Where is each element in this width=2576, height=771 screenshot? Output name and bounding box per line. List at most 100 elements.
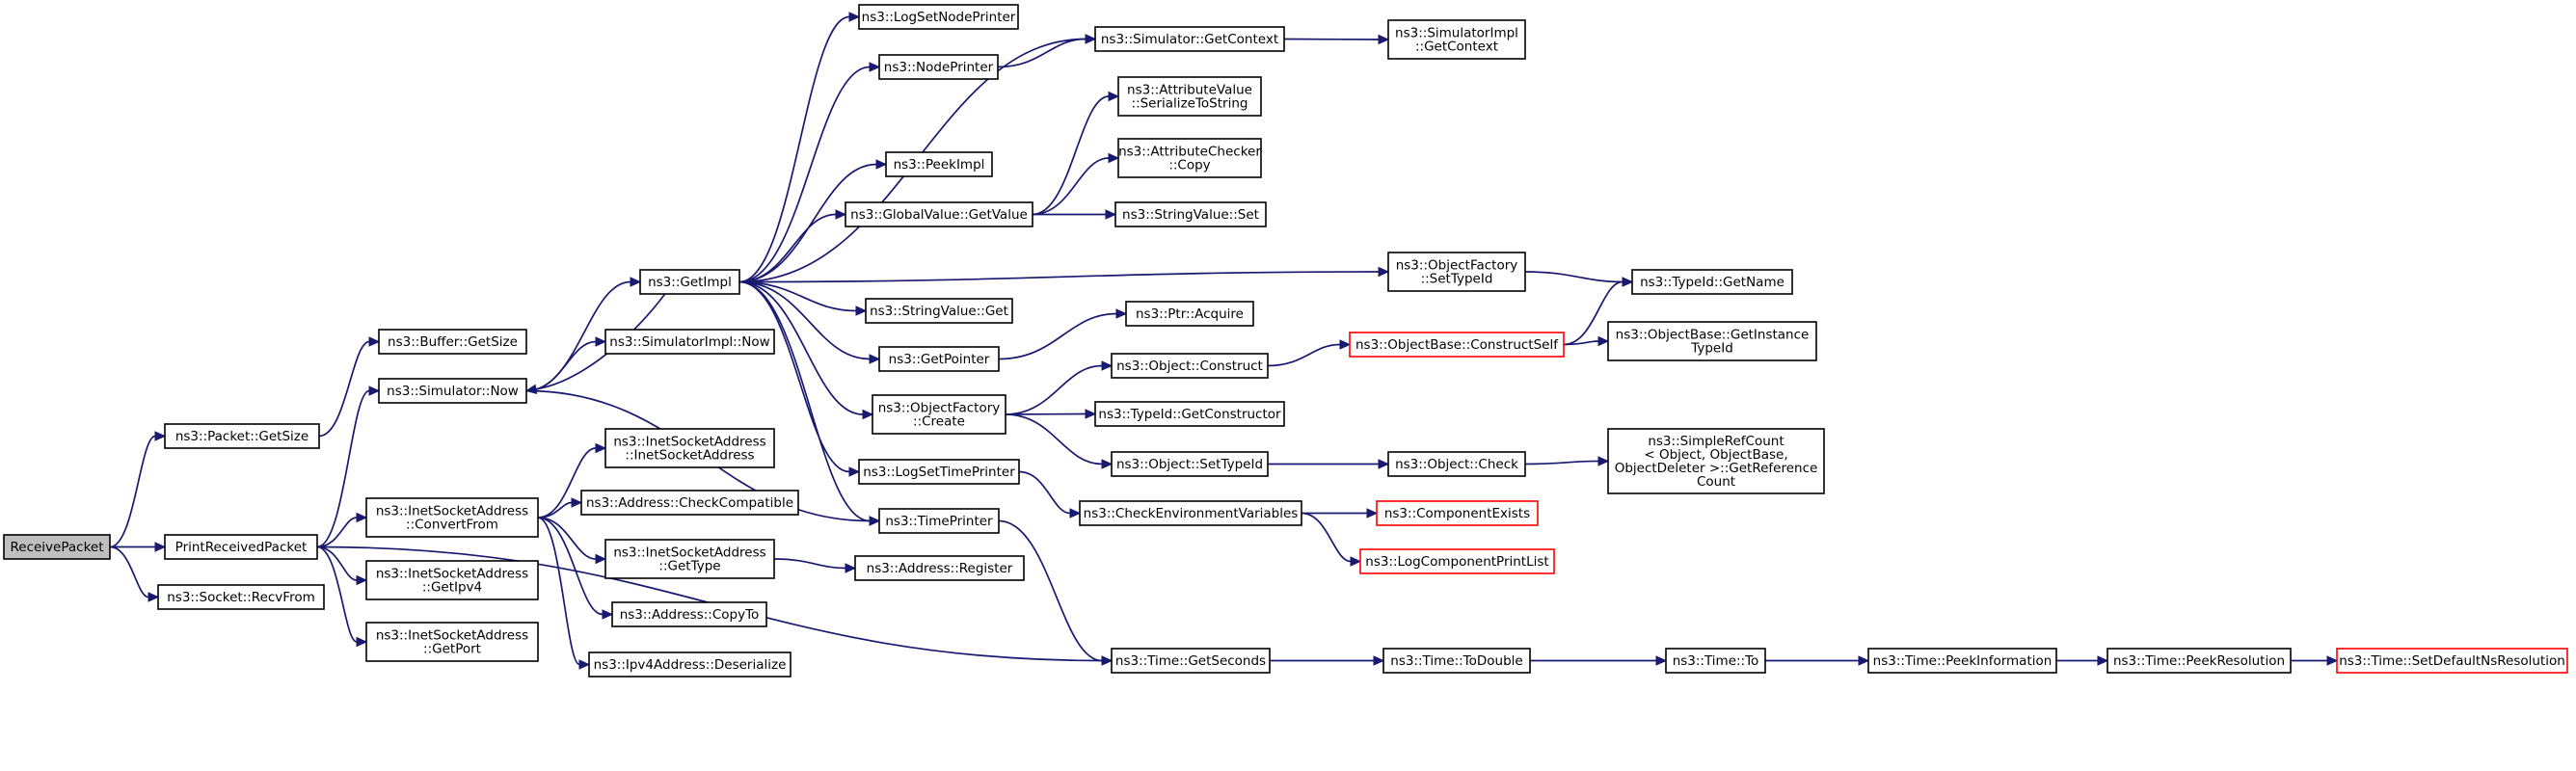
call-edge xyxy=(537,442,607,518)
node-socket-recvfrom[interactable]: ns3::Socket::RecvFrom xyxy=(157,584,325,610)
call-edge xyxy=(997,34,1097,68)
call-edge-line xyxy=(537,517,580,666)
node-packet-getsize[interactable]: ns3::Packet::GetSize xyxy=(164,423,320,449)
node-object-settypeid[interactable]: ns3::Object::SetTypeId xyxy=(1111,451,1269,477)
node-label: ns3::Time::To xyxy=(1673,653,1759,669)
call-edge-line xyxy=(525,340,597,392)
node-box xyxy=(2106,648,2292,674)
node-objectfactory-settypeid[interactable]: ns3::ObjectFactory::SetTypeId xyxy=(1387,252,1526,292)
call-edge-line xyxy=(773,558,846,570)
node-box xyxy=(611,601,767,627)
node-label: ns3::Address::Register xyxy=(867,561,1013,576)
call-edge-line xyxy=(1524,271,1623,283)
node-time-setdefaultnsresolution[interactable]: ns3::Time::SetDefaultNsResolution xyxy=(2336,648,2568,674)
call-edge-arrowhead xyxy=(356,512,368,523)
node-nodeprinter[interactable]: ns3::NodePrinter xyxy=(878,54,999,80)
node-objectbase-constructself[interactable]: ns3::ObjectBase::ConstructSelf xyxy=(1349,332,1565,358)
call-edge-line xyxy=(1301,512,1352,563)
node-inetsocketaddress-ctor[interactable]: ns3::InetSocketAddress::InetSocketAddres… xyxy=(604,428,775,468)
node-time-peekinformation[interactable]: ns3::Time::PeekInformation xyxy=(1867,648,2057,674)
node-address-copyto[interactable]: ns3::Address::CopyTo xyxy=(611,601,767,627)
node-address-checkcompatible[interactable]: ns3::Address::CheckCompatible xyxy=(580,490,799,516)
node-logsettimeprinter[interactable]: ns3::LogSetTimePrinter xyxy=(858,459,1020,485)
node-simulator-now[interactable]: ns3::Simulator::Now xyxy=(378,378,527,404)
call-edge-arrowhead xyxy=(1101,360,1114,371)
node-object-check[interactable]: ns3::Object::Check xyxy=(1387,451,1526,477)
node-buffer-getsize[interactable]: ns3::Buffer::GetSize xyxy=(378,329,527,355)
node-componentexists[interactable]: ns3::ComponentExists xyxy=(1376,500,1539,526)
node-label: ns3::Ptr::Acquire xyxy=(1136,306,1244,322)
node-label: ns3::AttributeValue xyxy=(1127,83,1252,98)
node-box xyxy=(1359,548,1555,574)
node-label: ns3::Object::Check xyxy=(1395,457,1518,472)
node-objectfactory-create[interactable]: ns3::ObjectFactory::Create xyxy=(872,394,1006,435)
node-simulatorimpl-getcontext[interactable]: ns3::SimulatorImpl::GetContext xyxy=(1387,19,1526,60)
node-stringvalue-set[interactable]: ns3::StringValue::Set xyxy=(1114,201,1267,227)
node-label: ::Copy xyxy=(1168,158,1210,173)
call-edge-arrowhead xyxy=(595,336,607,347)
node-timeprinter[interactable]: ns3::TimePrinter xyxy=(878,508,1000,534)
node-inetsocketaddress-convertfrom[interactable]: ns3::InetSocketAddress::ConvertFrom xyxy=(365,497,539,538)
node-attributevalue-serializetostring[interactable]: ns3::AttributeValue::SerializeToString xyxy=(1117,76,1262,117)
call-edge xyxy=(316,545,368,648)
call-edge xyxy=(1301,512,1362,567)
node-simulatorimpl-now[interactable]: ns3::SimulatorImpl::Now xyxy=(604,329,775,355)
node-peekimpl[interactable]: ns3::PeekImpl xyxy=(885,151,993,177)
call-edge-line xyxy=(318,340,370,438)
node-box xyxy=(1665,648,1766,674)
node-time-todouble[interactable]: ns3::Time::ToDouble xyxy=(1382,648,1531,674)
node-attributechecker-copy[interactable]: ns3::AttributeChecker::Copy xyxy=(1117,138,1262,178)
call-edge-line xyxy=(1524,460,1599,465)
call-edge-line xyxy=(109,545,149,598)
call-edge xyxy=(1033,209,1117,220)
node-time-getseconds[interactable]: ns3::Time::GetSeconds xyxy=(1111,648,1271,674)
node-address-register[interactable]: ns3::Address::Register xyxy=(854,555,1025,581)
call-edge-arrowhead xyxy=(862,409,874,420)
call-graph-nodes: ReceivePacket ns3::Packet::GetSizePrintRe… xyxy=(3,4,2568,678)
node-box xyxy=(164,423,320,449)
call-edge xyxy=(109,431,167,548)
node-typeid-getname[interactable]: ns3::TypeId::GetName xyxy=(1631,269,1793,295)
node-box xyxy=(365,497,539,538)
node-object-construct[interactable]: ns3::Object::Construct xyxy=(1111,353,1269,379)
node-inetsocketaddress-gettype[interactable]: ns3::InetSocketAddress::GetType xyxy=(604,539,775,579)
node-globalvalue-getvalue[interactable]: ns3::GlobalValue::GetValue xyxy=(845,201,1033,227)
node-checkenvironmentvariables[interactable]: ns3::CheckEnvironmentVariables xyxy=(1079,500,1302,526)
node-time-to[interactable]: ns3::Time::To xyxy=(1665,648,1766,674)
call-edge-arrowhead xyxy=(845,563,857,573)
call-edge xyxy=(738,280,881,364)
node-logsetnodeprinter[interactable]: ns3::LogSetNodePrinter xyxy=(858,4,1019,30)
call-edge xyxy=(110,542,167,552)
node-label: ReceivePacket xyxy=(10,540,103,555)
call-edge xyxy=(738,12,861,283)
node-box xyxy=(1631,269,1793,295)
node-box xyxy=(878,508,1000,534)
call-edge-arrowhead xyxy=(1378,34,1390,45)
node-receivepacket[interactable]: ReceivePacket xyxy=(3,534,111,560)
node-label: ns3::StringValue::Get xyxy=(870,304,1008,319)
node-inetsocketaddress-getport[interactable]: ns3::InetSocketAddress::GetPort xyxy=(365,622,539,662)
call-edge xyxy=(318,336,381,438)
node-getimpl[interactable]: ns3::GetImpl xyxy=(639,269,740,295)
node-stringvalue-get[interactable]: ns3::StringValue::Get xyxy=(865,298,1013,324)
node-inetsocketaddress-getipv4[interactable]: ns3::InetSocketAddress::GetIpv4 xyxy=(365,560,539,600)
node-printreceivedpacket[interactable]: PrintReceivedPacket xyxy=(164,534,318,560)
node-logcomponentprintlist[interactable]: ns3::LogComponentPrintList xyxy=(1359,548,1555,574)
call-edge-arrowhead xyxy=(869,62,881,72)
node-label: ns3::Simulator::Now xyxy=(387,384,519,399)
call-edge-arrowhead xyxy=(1085,34,1097,44)
call-edge-arrowhead xyxy=(1339,339,1352,350)
node-box xyxy=(604,428,775,468)
call-edge-line xyxy=(316,389,370,548)
node-simulator-getcontext[interactable]: ns3::Simulator::GetContext xyxy=(1094,26,1285,52)
node-typeid-getconstructor[interactable]: ns3::TypeId::GetConstructor xyxy=(1094,401,1285,427)
node-ipv4address-deserialize[interactable]: ns3::Ipv4Address::Deserialize xyxy=(588,651,792,678)
node-label: ns3::Address::CheckCompatible xyxy=(586,495,793,511)
call-edge-line xyxy=(738,66,871,283)
node-ptr-acquire[interactable]: ns3::Ptr::Acquire xyxy=(1125,301,1254,327)
node-time-peekresolution[interactable]: ns3::Time::PeekResolution xyxy=(2106,648,2292,674)
node-getpointer[interactable]: ns3::GetPointer xyxy=(878,346,1000,372)
call-edge xyxy=(738,209,847,283)
node-simplerefcount-getreferencecount[interactable]: ns3::SimpleRefCount< Object, ObjectBase,… xyxy=(1607,428,1825,494)
